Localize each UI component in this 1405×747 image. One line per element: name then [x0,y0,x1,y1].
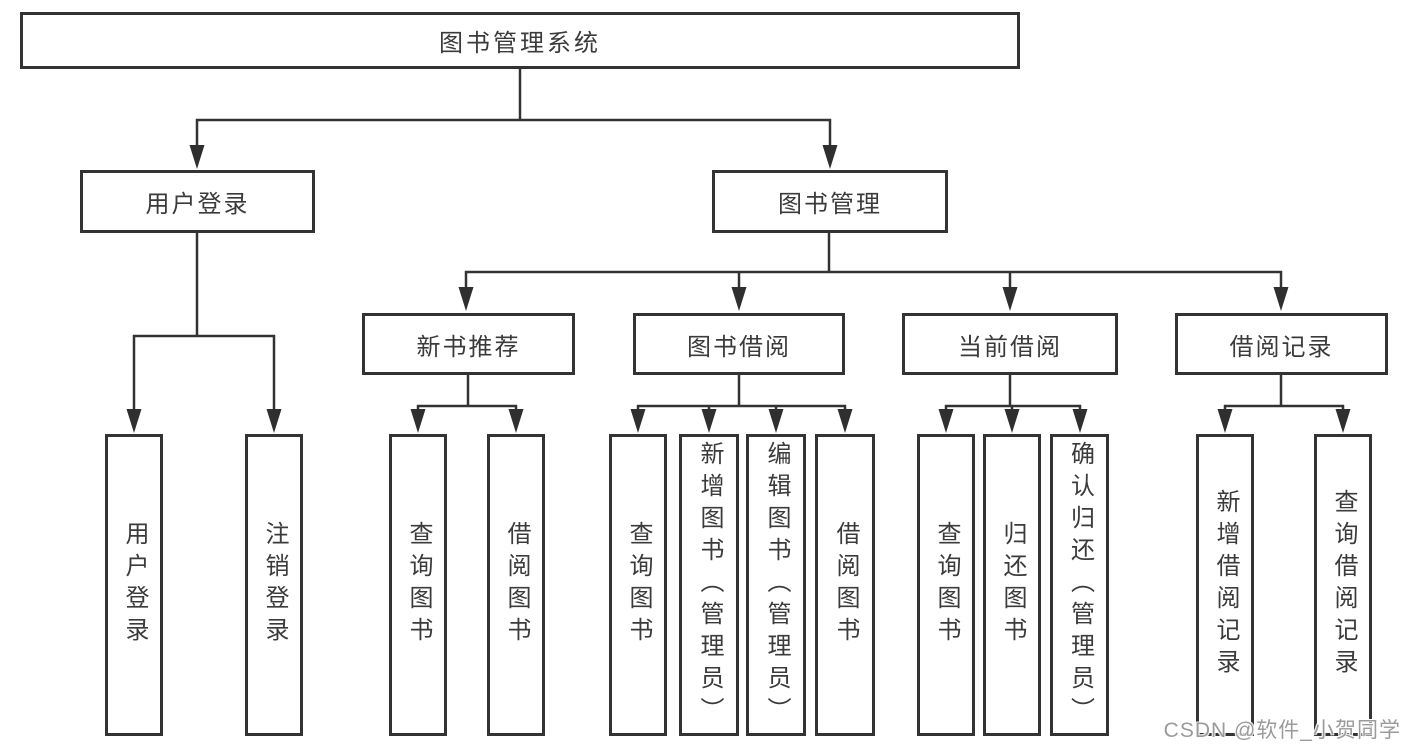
node-book-borrow: 图书借阅 [633,313,845,375]
node-book-borrow-label: 图书借阅 [687,333,791,361]
leaf-query-borrow-record: 查询借阅记录 [1314,434,1372,736]
leaf-add-book-admin: 新增图书（管理员） [679,434,739,736]
leaf-edit-book-admin: 编辑图书（管理员） [746,434,806,736]
node-new-book-recommend: 新书推荐 [362,313,575,375]
node-borrow-records-label: 借阅记录 [1229,333,1334,361]
node-current-borrow: 当前借阅 [902,313,1118,375]
node-new-book-recommend-label: 新书推荐 [416,333,521,361]
leaf-user-login-label: 用户登录 [121,521,148,649]
node-current-borrow-label: 当前借阅 [958,333,1062,361]
node-book-management: 图书管理 [712,170,948,233]
leaf-borrow-book-label: 借阅图书 [832,521,859,649]
leaf-confirm-return-admin: 确认归还（管理员） [1050,434,1109,736]
leaf-logout-login: 注销登录 [245,434,303,736]
leaf-query-book-current: 查询图书 [917,434,975,736]
arrowheads [126,145,1351,433]
node-user-login: 用户登录 [80,170,315,233]
leaf-borrow-book-recommend: 借阅图书 [487,434,545,736]
leaf-borrow-book-recommend-label: 借阅图书 [503,521,530,649]
leaf-return-book-label: 归还图书 [999,521,1026,649]
leaf-confirm-return-admin-label: 确认归还（管理员） [1066,441,1094,729]
leaf-query-book-borrow: 查询图书 [609,434,667,736]
root-node: 图书管理系统 [20,12,1020,69]
root-node-label: 图书管理系统 [439,30,601,57]
node-borrow-records: 借阅记录 [1175,313,1388,375]
node-book-management-label: 图书管理 [778,191,882,218]
leaf-query-borrow-record-label: 查询借阅记录 [1330,489,1357,681]
leaf-query-book-recommend-label: 查询图书 [405,521,432,649]
leaf-query-book-borrow-label: 查询图书 [625,521,652,649]
leaf-query-book-recommend: 查询图书 [389,434,447,736]
leaf-add-book-admin-label: 新增图书（管理员） [696,441,723,729]
leaf-query-book-current-label: 查询图书 [933,521,960,649]
leaf-edit-book-admin-label: 编辑图书（管理员） [763,441,790,729]
leaf-add-borrow-record: 新增借阅记录 [1196,434,1254,736]
node-user-login-label: 用户登录 [145,191,250,218]
leaf-borrow-book: 借阅图书 [815,434,875,736]
leaf-add-borrow-record-label: 新增借阅记录 [1212,489,1239,681]
csdn-watermark: CSDN @软件_小贺同学 [1163,719,1401,742]
leaf-logout-login-label: 注销登录 [261,521,288,649]
leaf-user-login: 用户登录 [105,434,163,736]
leaf-return-book: 归还图书 [983,434,1041,736]
